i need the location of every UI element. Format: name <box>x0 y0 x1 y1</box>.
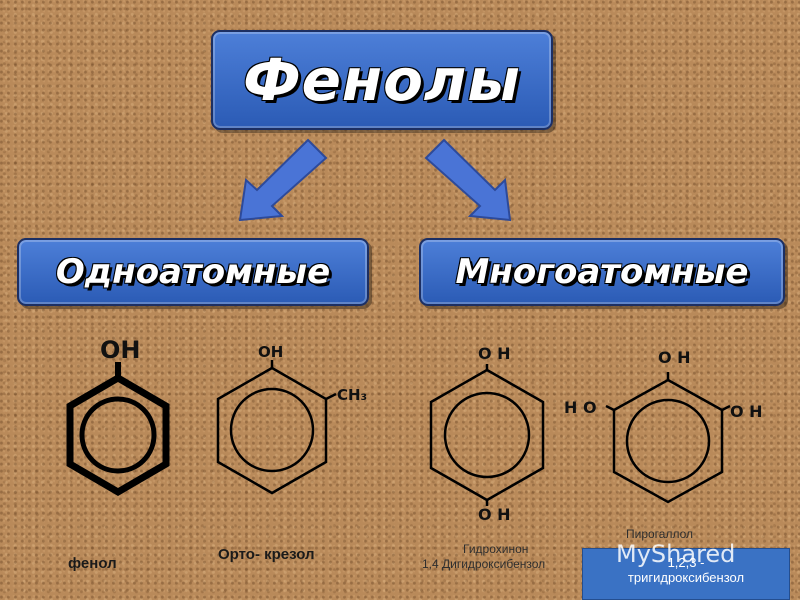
cresol-structure <box>216 360 337 495</box>
pyrogallol-oh-left: H O <box>564 398 597 417</box>
phenol-oh-label: OH <box>100 336 141 364</box>
page-title: Фенолы <box>243 46 521 114</box>
hydroquinone-name: Гидрохинон <box>463 542 529 556</box>
title-box: Фенолы <box>211 30 553 130</box>
phenol-name: фенол <box>68 555 117 572</box>
hydroquinone-structure <box>429 364 545 506</box>
pyrogallol-oh-top: O H <box>658 348 691 367</box>
pyrogallol-systematic-line2: тригидроксибензол <box>627 570 745 585</box>
polyatomic-box: Многоатомные <box>419 238 785 306</box>
hydroquinone-oh-bottom: O H <box>478 505 511 524</box>
pyrogallol-systematic-box: 1,2,3 - тригидроксибензол <box>582 548 790 600</box>
pyrogallol-systematic-line1: 1,2,3 - <box>667 555 705 570</box>
hydroquinone-oh-top: O H <box>478 344 511 363</box>
cresol-ch3-label: CH₃ <box>337 386 368 404</box>
pyrogallol-name: Пирогаллол <box>626 527 694 541</box>
phenol-structure <box>66 362 170 497</box>
watermark-text: MyShared <box>616 540 736 568</box>
pyrogallol-structure <box>605 372 731 504</box>
monatomic-box: Одноатомные <box>17 238 369 306</box>
pyrogallol-oh-right: O H <box>730 402 763 421</box>
cresol-oh-label: OH <box>258 343 284 361</box>
arrow-right <box>424 138 512 222</box>
polyatomic-label: Многоатомные <box>455 252 749 292</box>
arrow-left <box>238 138 328 222</box>
hydroquinone-systematic-name: 1,4 Дигидроксибензол <box>422 557 546 571</box>
cresol-name: Орто- крезол <box>218 546 315 563</box>
monatomic-label: Одноатомные <box>55 252 331 292</box>
